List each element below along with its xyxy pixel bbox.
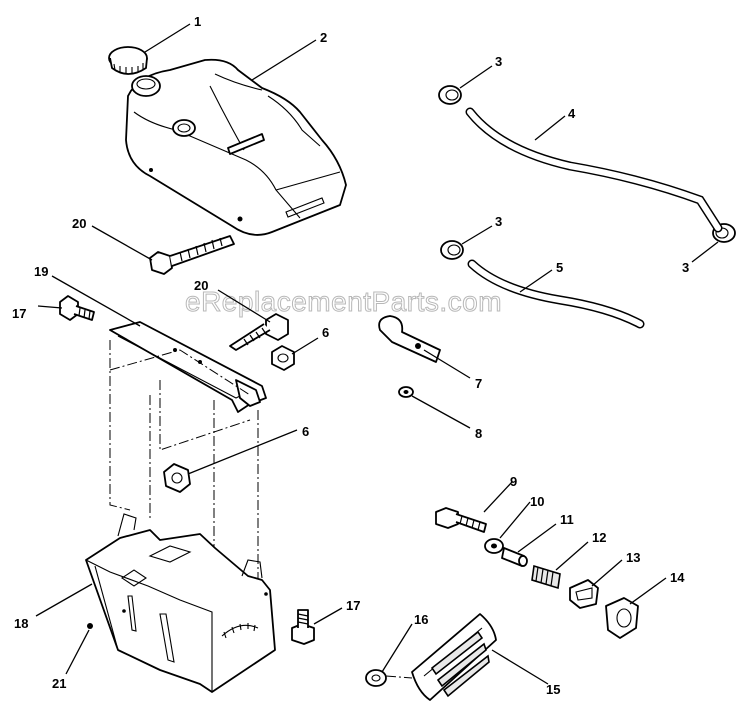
cover-shield bbox=[85, 513, 276, 693]
callout-labels: 1 2 3 4 3 3 5 20 19 17 20 6 6 7 8 9 10 1… bbox=[12, 14, 689, 697]
spacer-11 bbox=[501, 547, 528, 567]
bolt-17-upper bbox=[59, 295, 95, 321]
callout-14: 14 bbox=[670, 570, 685, 585]
callout-7: 7 bbox=[475, 376, 482, 391]
washer-8 bbox=[398, 386, 414, 398]
hose-clamp-3-top bbox=[438, 85, 462, 105]
bolt-17-lower bbox=[291, 609, 315, 645]
bushing-13 bbox=[569, 579, 599, 609]
alignment-lines bbox=[109, 340, 259, 580]
callout-10: 10 bbox=[530, 494, 544, 509]
callout-4: 4 bbox=[568, 106, 576, 121]
callout-3-top: 3 bbox=[495, 54, 502, 69]
fuel-cap bbox=[108, 46, 148, 75]
callout-3-right: 3 bbox=[682, 260, 689, 275]
line-clip-7 bbox=[378, 315, 441, 363]
callout-5: 5 bbox=[556, 260, 563, 275]
bracket-19 bbox=[109, 321, 267, 413]
fuel-line-5 bbox=[467, 259, 645, 329]
spring-12 bbox=[531, 564, 561, 590]
callout-3-middle: 3 bbox=[495, 214, 502, 229]
shift-plate-15 bbox=[385, 613, 497, 701]
callout-6-lower: 6 bbox=[302, 424, 309, 439]
screw-21 bbox=[87, 623, 93, 629]
callout-18: 18 bbox=[14, 616, 28, 631]
callout-19: 19 bbox=[34, 264, 48, 279]
bolt-20-middle bbox=[229, 313, 289, 351]
fuel-tank bbox=[125, 58, 347, 236]
callout-13: 13 bbox=[626, 550, 640, 565]
callout-1: 1 bbox=[194, 14, 201, 29]
bolt-20-upper bbox=[149, 235, 235, 275]
callout-20-upper: 20 bbox=[72, 216, 86, 231]
washer-10 bbox=[484, 538, 504, 554]
callout-17-upper: 17 bbox=[12, 306, 26, 321]
fuel-line-4 bbox=[465, 107, 723, 233]
hose-clamp-3-middle bbox=[440, 240, 464, 260]
nut-6-upper bbox=[271, 345, 295, 371]
callout-21: 21 bbox=[52, 676, 66, 691]
callout-11: 11 bbox=[560, 512, 574, 527]
callout-16: 16 bbox=[414, 612, 428, 627]
bolt-9 bbox=[435, 507, 487, 533]
washer-16 bbox=[365, 669, 387, 687]
callout-8: 8 bbox=[475, 426, 482, 441]
nut-6-lower bbox=[163, 463, 191, 493]
knob-14 bbox=[605, 597, 639, 639]
callout-20-middle: 20 bbox=[194, 278, 208, 293]
callout-2: 2 bbox=[320, 30, 327, 45]
watermark: eReplacementParts.com bbox=[185, 286, 502, 317]
callout-9: 9 bbox=[510, 474, 517, 489]
callout-12: 12 bbox=[592, 530, 606, 545]
callout-15: 15 bbox=[546, 682, 560, 697]
leader-lines bbox=[35, 23, 719, 685]
callout-6-upper: 6 bbox=[322, 325, 329, 340]
callout-17-lower: 17 bbox=[346, 598, 360, 613]
